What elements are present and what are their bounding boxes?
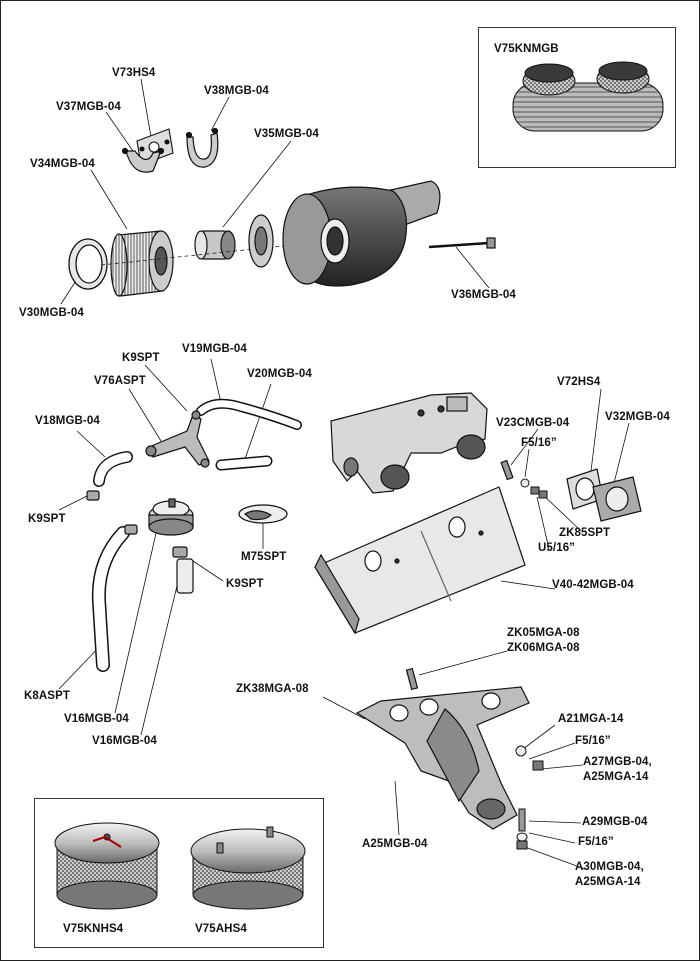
chrome-filter-v75ahs4	[190, 826, 306, 910]
label-zk05mga08: ZK05MGA-08	[507, 627, 580, 639]
label-f516-mid: F5/16”	[575, 735, 611, 747]
label-u516: U5/16”	[538, 542, 576, 554]
label-v76aspt: V76ASPT	[94, 375, 146, 387]
label-v40-42mgb04: V40-42MGB-04	[552, 579, 634, 591]
washer-a21mga14	[515, 745, 527, 757]
label-v75ahs4: V75AHS4	[195, 923, 247, 935]
label-a27mgb04-line1: A27MGB-04,	[583, 756, 652, 768]
label-v75knmgb: V75KNMGB	[494, 43, 559, 55]
stud-v23cmgb04	[500, 459, 514, 481]
filter-element-v34mgb04	[110, 230, 174, 297]
bracket-v38mgb04	[185, 127, 219, 168]
label-zk06mga08: ZK06MGA-08	[507, 642, 580, 654]
breather-valve-v16mgb04	[148, 498, 194, 536]
stud-a29mgb04	[516, 808, 528, 850]
filter-housing-backplate	[248, 180, 441, 287]
label-v32mgb04: V32MGB-04	[605, 411, 670, 423]
label-a30mgb04-line2: A25MGA-14	[575, 876, 641, 888]
gasket-ring-v30mgb04	[68, 238, 108, 290]
label-v35mgb04: V35MGB-04	[254, 128, 319, 140]
bracket-v37mgb04	[121, 147, 165, 173]
label-v30mgb04: V30MGB-04	[19, 307, 84, 319]
nut-a27mgb04	[532, 760, 544, 771]
nut-u516	[530, 486, 548, 499]
label-k9spt-left: K9SPT	[28, 513, 66, 525]
hose-clip-k9spt-upper	[124, 524, 138, 535]
insulator-v32mgb04	[592, 476, 642, 522]
spacer-v35mgb04	[194, 230, 236, 260]
label-v23cmgb04: V23CMGB-04	[496, 417, 570, 429]
label-f516-bottom: F5/16”	[578, 836, 614, 848]
gasket-v72hs4	[566, 468, 604, 510]
label-m75spt: M75SPT	[241, 551, 287, 563]
label-a21mga14: A21MGA-14	[558, 713, 624, 725]
label-v18mgb04: V18MGB-04	[35, 415, 100, 427]
heat-shield-v40-42mgb04	[314, 486, 526, 635]
label-k8aspt: K8ASPT	[24, 690, 70, 702]
inlet-manifold	[330, 392, 488, 494]
label-v16mgb04-a: V16MGB-04	[64, 713, 129, 725]
label-v75knhs4: V75KNHS4	[63, 923, 124, 935]
label-zk85spt: ZK85SPT	[559, 527, 611, 539]
leader-lines-middle	[58, 358, 272, 736]
label-a29mgb04: A29MGB-04	[582, 816, 648, 828]
label-k9spt-lower: K9SPT	[226, 578, 264, 590]
label-v37mgb04: V37MGB-04	[56, 101, 121, 113]
label-v38mgb04: V38MGB-04	[204, 85, 269, 97]
label-v19mgb04: V19MGB-04	[182, 343, 247, 355]
label-v72hs4: V72HS4	[557, 376, 601, 388]
leader-lines-bottom	[322, 650, 586, 870]
hose-clip-k9spt-left	[86, 490, 100, 501]
label-v20mgb04: V20MGB-04	[247, 368, 312, 380]
washer-f516	[520, 478, 530, 488]
label-v36mgb04: V36MGB-04	[451, 289, 516, 301]
valve-hose-stub	[176, 558, 194, 594]
label-v73hs4: V73HS4	[112, 67, 156, 79]
leader-lines-right	[500, 388, 630, 590]
gasket-m75spt	[238, 504, 288, 524]
label-v16mgb04-b: V16MGB-04	[92, 735, 157, 747]
label-a27mgb04-line2: A25MGA-14	[583, 771, 649, 783]
label-f516-top: F5/16”	[521, 437, 557, 449]
bolt-v36mgb04	[428, 237, 496, 249]
hose-clip-k9spt-lower	[172, 546, 188, 558]
y-piece-v76aspt	[145, 410, 210, 468]
label-v34mgb04: V34MGB-04	[30, 158, 95, 170]
kn-chrome-filter-v75knhs4	[54, 822, 160, 910]
label-zk38mga08: ZK38MGA-08	[236, 683, 309, 695]
exhaust-stud-zk05mga08	[405, 667, 419, 691]
label-a25mgb04: A25MGB-04	[362, 838, 428, 850]
label-k9spt-top: K9SPT	[122, 352, 160, 364]
exhaust-manifold-a25mgb04	[355, 686, 530, 830]
label-a30mgb04-line1: A30MGB-04,	[575, 861, 644, 873]
leader-lines-top	[60, 78, 490, 305]
kn-twin-filter-v75knmgb	[512, 61, 664, 132]
